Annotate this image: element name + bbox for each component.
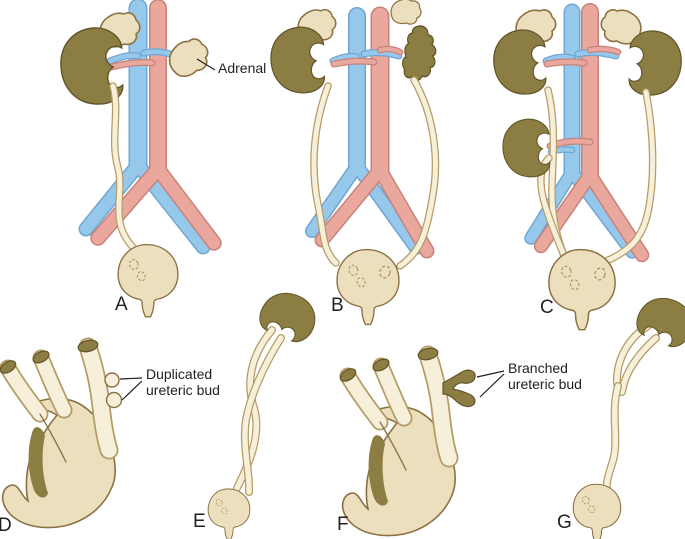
- branched-ureteric-bud: [442, 369, 476, 408]
- ureters-c: [537, 86, 657, 266]
- kidney-left-c: [493, 29, 547, 95]
- adrenal-pointer-line: [196, 58, 216, 71]
- branched-bud-pointer-lines: [476, 370, 505, 398]
- kidney-supernumerary-c: [502, 118, 551, 178]
- renal-vessels-b: [329, 45, 404, 68]
- embryo-caudal-region-f: [338, 347, 455, 536]
- panel-letter-b: B: [331, 295, 344, 316]
- bladder-g: [572, 483, 622, 539]
- kidney-g: [631, 288, 685, 354]
- panel-letter-a: A: [115, 294, 128, 315]
- aorta-a: [90, 0, 222, 251]
- panel-letter-g: G: [557, 512, 572, 533]
- embryo-caudal-region-d: [0, 339, 115, 528]
- panel-a: [60, 0, 222, 318]
- duplex-ureters-e: [233, 326, 285, 496]
- adrenal-gland-right-detached-b: [387, 0, 425, 29]
- renal-vessels-a: [106, 48, 182, 71]
- bladder-b: [336, 248, 400, 326]
- kidney-right-lobulated-b: [402, 25, 437, 81]
- panel-letter-c: C: [540, 297, 554, 318]
- kidney-left-b: [270, 26, 325, 94]
- panel-c: [493, 3, 682, 331]
- panel-letter-d: D: [0, 515, 12, 536]
- kidney-right-c: [628, 30, 682, 96]
- branched-ureteric-bud-label: Branched ureteric bud: [508, 360, 582, 392]
- aorta-c: [533, 3, 650, 263]
- duplicated-ureteric-bud-lower: [105, 391, 123, 409]
- bladder-c: [548, 248, 616, 331]
- bifid-ureter-g: [602, 322, 660, 498]
- panel-letter-e: E: [193, 511, 206, 532]
- bladder-e: [207, 488, 251, 539]
- ureteric-orifice-mark-b: [379, 265, 391, 279]
- duplicated-ureteric-bud-label: Duplicated ureteric bud: [146, 366, 220, 398]
- adrenal-label: Adrenal: [218, 60, 267, 76]
- panel-e: [207, 283, 324, 539]
- ureters-b: [310, 76, 440, 270]
- panel-d: [0, 339, 143, 528]
- panel-letter-f: F: [337, 514, 349, 535]
- ureter-a: [109, 82, 141, 256]
- duplicated-bud-pointer-lines: [119, 377, 143, 401]
- ureteric-orifice-mark-c: [594, 267, 606, 281]
- duplicated-ureteric-bud-upper: [104, 372, 120, 388]
- panel-f: [338, 347, 505, 536]
- panel-b: [270, 0, 440, 326]
- renal-vessels-c: [542, 45, 622, 156]
- panel-g: [572, 288, 685, 539]
- adrenal-gland-right-a: [164, 35, 214, 81]
